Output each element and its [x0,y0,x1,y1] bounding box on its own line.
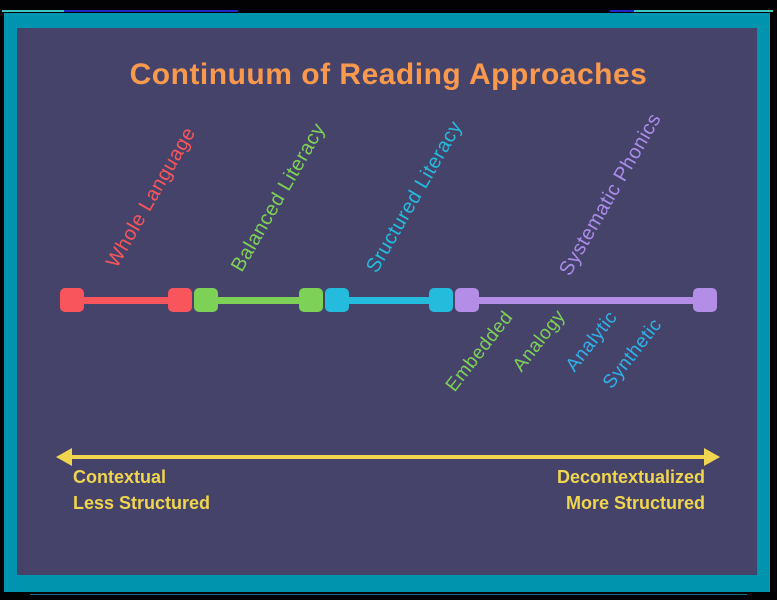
balanced-literacy-segment [206,297,312,304]
whole-language-end-node [168,288,192,312]
whole-language-segment [72,297,180,304]
balanced-literacy-end-node [299,288,323,312]
systematic-phonics-start-node [455,288,479,312]
axis-left-line2: Less Structured [73,493,211,513]
axis-right-label: Decontextualized More Structured [557,464,705,516]
structured-literacy-segment [337,297,442,304]
top-accent-line-cyan-left [2,10,64,12]
axis-left-line1: Contextual [73,467,167,487]
arrowhead-left-icon [56,448,72,466]
balanced-literacy-start-node [194,288,218,312]
axis-left-label: Contextual Less Structured [73,464,210,516]
structured-literacy-end-node [429,288,453,312]
top-accent-line-blue-left [64,10,238,12]
bottom-accent-line [30,594,747,595]
whole-language-start-node [60,288,84,312]
systematic-phonics-end-node [693,288,717,312]
page-title: Continuum of Reading Approaches [129,58,648,91]
systematic-phonics-segment [467,297,705,304]
top-accent-line-blue-right [610,10,634,12]
axis-right-line1: Decontextualized [556,467,705,487]
arrowhead-right-icon [704,448,720,466]
axis-arrow-line [70,455,706,459]
top-accent-line-cyan-right [634,10,773,12]
structured-literacy-start-node [325,288,349,312]
axis-right-line2: More Structured [565,493,705,513]
